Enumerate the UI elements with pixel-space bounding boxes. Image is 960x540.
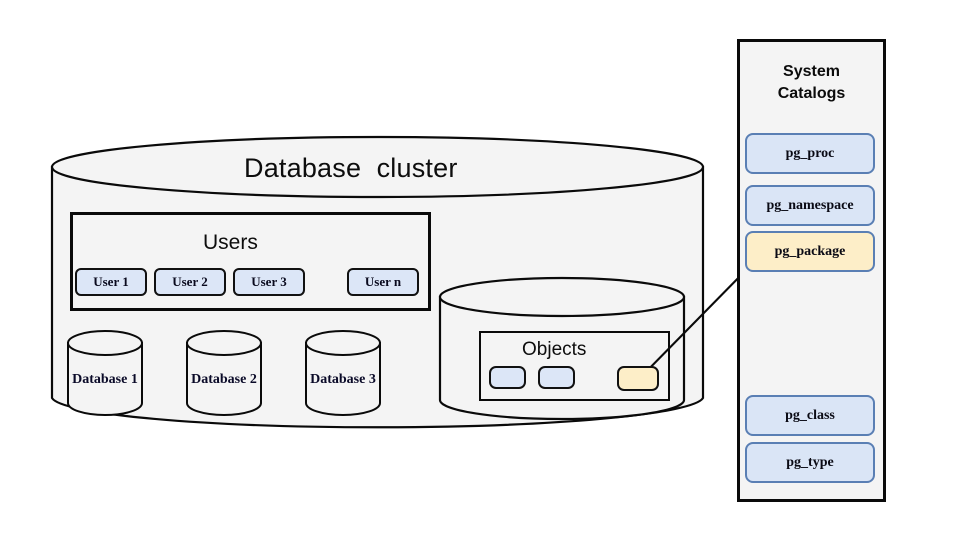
object-chip-highlighted[interactable]	[617, 366, 659, 391]
object-chip-1[interactable]	[489, 366, 526, 389]
user-box-n[interactable]: User n	[347, 268, 419, 296]
user-box-1[interactable]: User 1	[75, 268, 147, 296]
users-group	[70, 212, 431, 311]
objects-group	[479, 331, 670, 401]
user-box-2-label: User 2	[172, 274, 208, 289]
user-box-3[interactable]: User 3	[233, 268, 305, 296]
user-box-n-label: User n	[364, 274, 402, 289]
catalog-item-pg-proc-label: pg_proc	[785, 145, 835, 161]
database-cylinder-3	[305, 330, 381, 416]
user-box-1-label: User 1	[93, 274, 129, 289]
database-cylinder-2	[186, 330, 262, 416]
catalog-item-pg-proc[interactable]: pg_proc	[745, 133, 875, 174]
catalog-item-pg-class-label: pg_class	[785, 407, 835, 423]
catalog-item-pg-package-label: pg_package	[774, 243, 846, 259]
catalog-item-pg-type[interactable]: pg_type	[745, 442, 875, 483]
catalog-item-pg-type-label: pg_type	[786, 454, 834, 470]
user-box-3-label: User 3	[251, 274, 287, 289]
catalog-item-pg-class[interactable]: pg_class	[745, 395, 875, 436]
database-cylinder-1	[67, 330, 143, 416]
catalog-item-pg-namespace[interactable]: pg_namespace	[745, 185, 875, 226]
object-chip-2[interactable]	[538, 366, 575, 389]
catalog-item-pg-package[interactable]: pg_package	[745, 231, 875, 272]
user-box-2[interactable]: User 2	[154, 268, 226, 296]
catalog-item-pg-namespace-label: pg_namespace	[766, 197, 854, 213]
